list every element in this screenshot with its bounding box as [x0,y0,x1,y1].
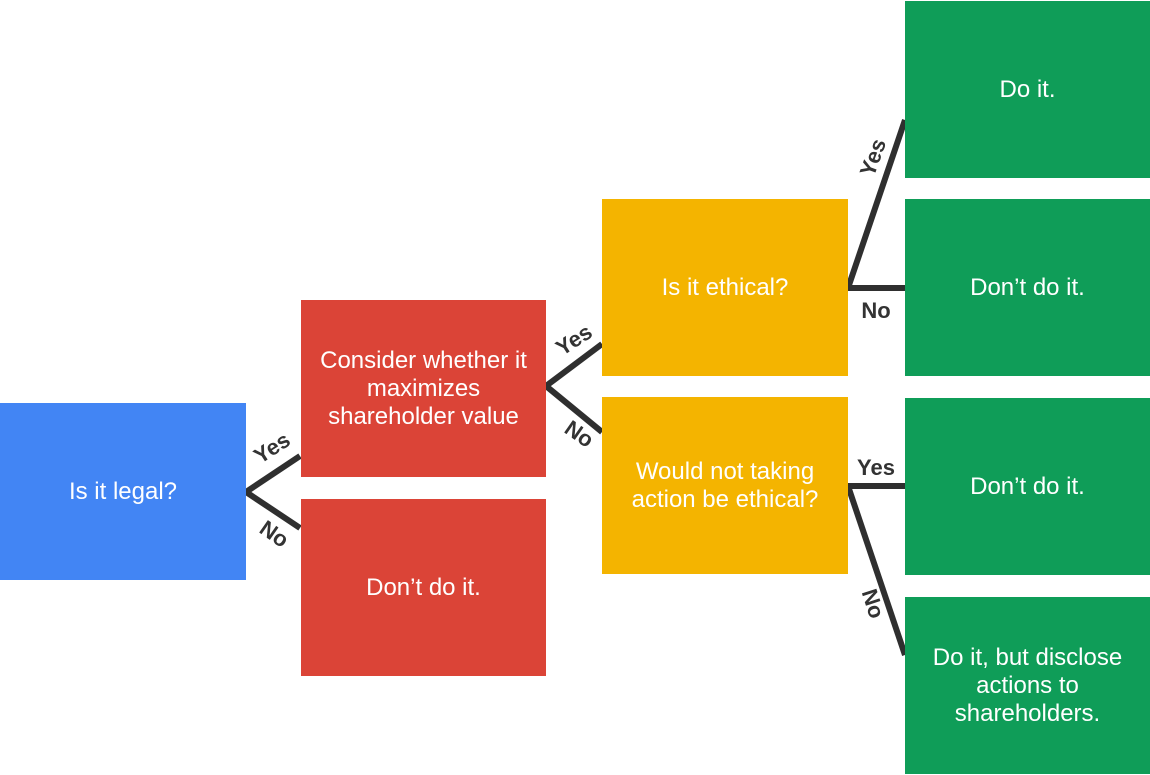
node-is-it-legal: Is it legal? [0,403,246,580]
edge-shareholder-yes [544,341,604,389]
node-would-not-taking-action-be-ethical: Would not taking action be ethical? [602,397,848,574]
edge-legal-yes [244,453,302,495]
label-ethical-no: No [861,298,890,323]
edge-shareholder-no [544,383,604,435]
edge-ethical-yes [845,119,908,289]
node-is-it-ethical: Is it ethical? [602,199,848,376]
node-do-it: Do it. [905,1,1150,178]
node-dont-do-it-unethical: Don’t do it. [905,199,1150,376]
node-dont-do-it-inaction-ethical: Don’t do it. [905,398,1150,575]
node-dont-do-it-illegal: Don’t do it. [301,499,546,676]
label-nottaking-yes: Yes [857,455,895,480]
node-maximize-shareholder-value: Consider whether it maximizes shareholde… [301,300,546,477]
edge-nottaking-no [845,485,908,656]
edge-legal-no [244,489,302,531]
node-do-it-but-disclose: Do it, but disclose actions to sharehold… [905,597,1150,774]
